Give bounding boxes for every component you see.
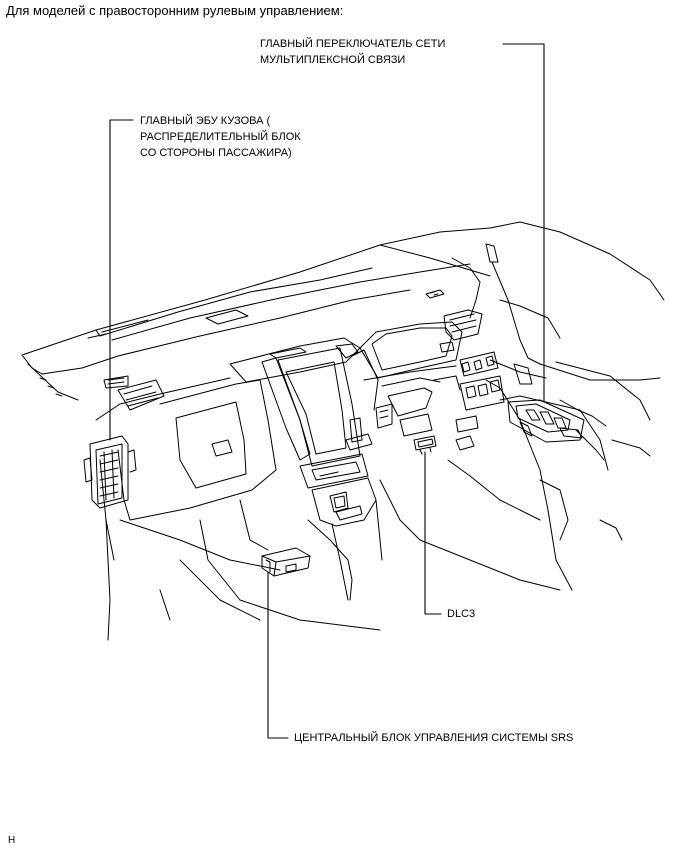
- center-console: [229, 337, 383, 601]
- dashboard-top: [21, 227, 491, 401]
- right-vent: [443, 309, 483, 341]
- main-body-switch-drawing: [507, 399, 585, 443]
- label-main-switch-line2: МУЛЬТИПЛЕКСНОЙ СВЯЗИ: [260, 54, 406, 66]
- dlc3-connector-drawing: [413, 435, 437, 455]
- label-main-body-switch: ГЛАВНЫЙ ПЕРЕКЛЮЧАТЕЛЬ СЕТИ МУЛЬТИПЛЕКСНО…: [260, 36, 445, 68]
- diagram-heading: Для моделей с правосторонним рулевым упр…: [6, 3, 344, 18]
- left-vent: [117, 379, 165, 411]
- srs-sensor-drawing: [261, 547, 311, 577]
- label-main-switch-line1: ГЛАВНЫЙ ПЕРЕКЛЮЧАТЕЛЬ СЕТИ: [260, 38, 446, 50]
- glove-box-handle: [211, 439, 233, 457]
- body-ecu-drawing: [83, 435, 137, 509]
- label-body-ecu-line2: РАСПРЕДЕЛИТЕЛЬНЫЙ БЛОК: [140, 131, 301, 143]
- leader-dlc3: [424, 451, 442, 615]
- door-panel: [451, 221, 665, 591]
- door-handle: [513, 363, 533, 385]
- label-body-ecu-line3: СО СТОРОНЫ ПАССАЖИРА): [140, 147, 292, 159]
- footer-code: H: [8, 835, 16, 846]
- console-knob: [329, 491, 349, 513]
- glove-box: [175, 401, 247, 489]
- dash-speaker-grille: [205, 309, 249, 325]
- instrument-cluster: [351, 321, 463, 437]
- shift-lever: [349, 417, 363, 443]
- left-speaker: [103, 375, 129, 389]
- label-srs-center-unit: ЦЕНТРАЛЬНЫЙ БЛОК УПРАВЛЕНИЯ СИСТЕМЫ SRS: [294, 732, 574, 744]
- leader-srs: [267, 571, 289, 739]
- floor-lines: [179, 459, 561, 621]
- console-top-trim: [229, 337, 361, 383]
- center-vent-right: [335, 343, 359, 359]
- steering-column-cover: [387, 387, 433, 417]
- navigation-display: [277, 347, 361, 467]
- label-dlc3: DLC3: [447, 608, 476, 620]
- leader-main-switch: [502, 43, 545, 403]
- label-body-ecu-line1: ГЛАВНЫЙ ЭБУ КУЗОВА (: [140, 115, 271, 127]
- label-body-ecu: ГЛАВНЫЙ ЭБУ КУЗОВА ( РАСПРЕДЕЛИТЕЛЬНЫЙ Б…: [140, 113, 301, 161]
- dash-vent-small: [425, 289, 445, 299]
- right-switch-cluster: [433, 309, 505, 451]
